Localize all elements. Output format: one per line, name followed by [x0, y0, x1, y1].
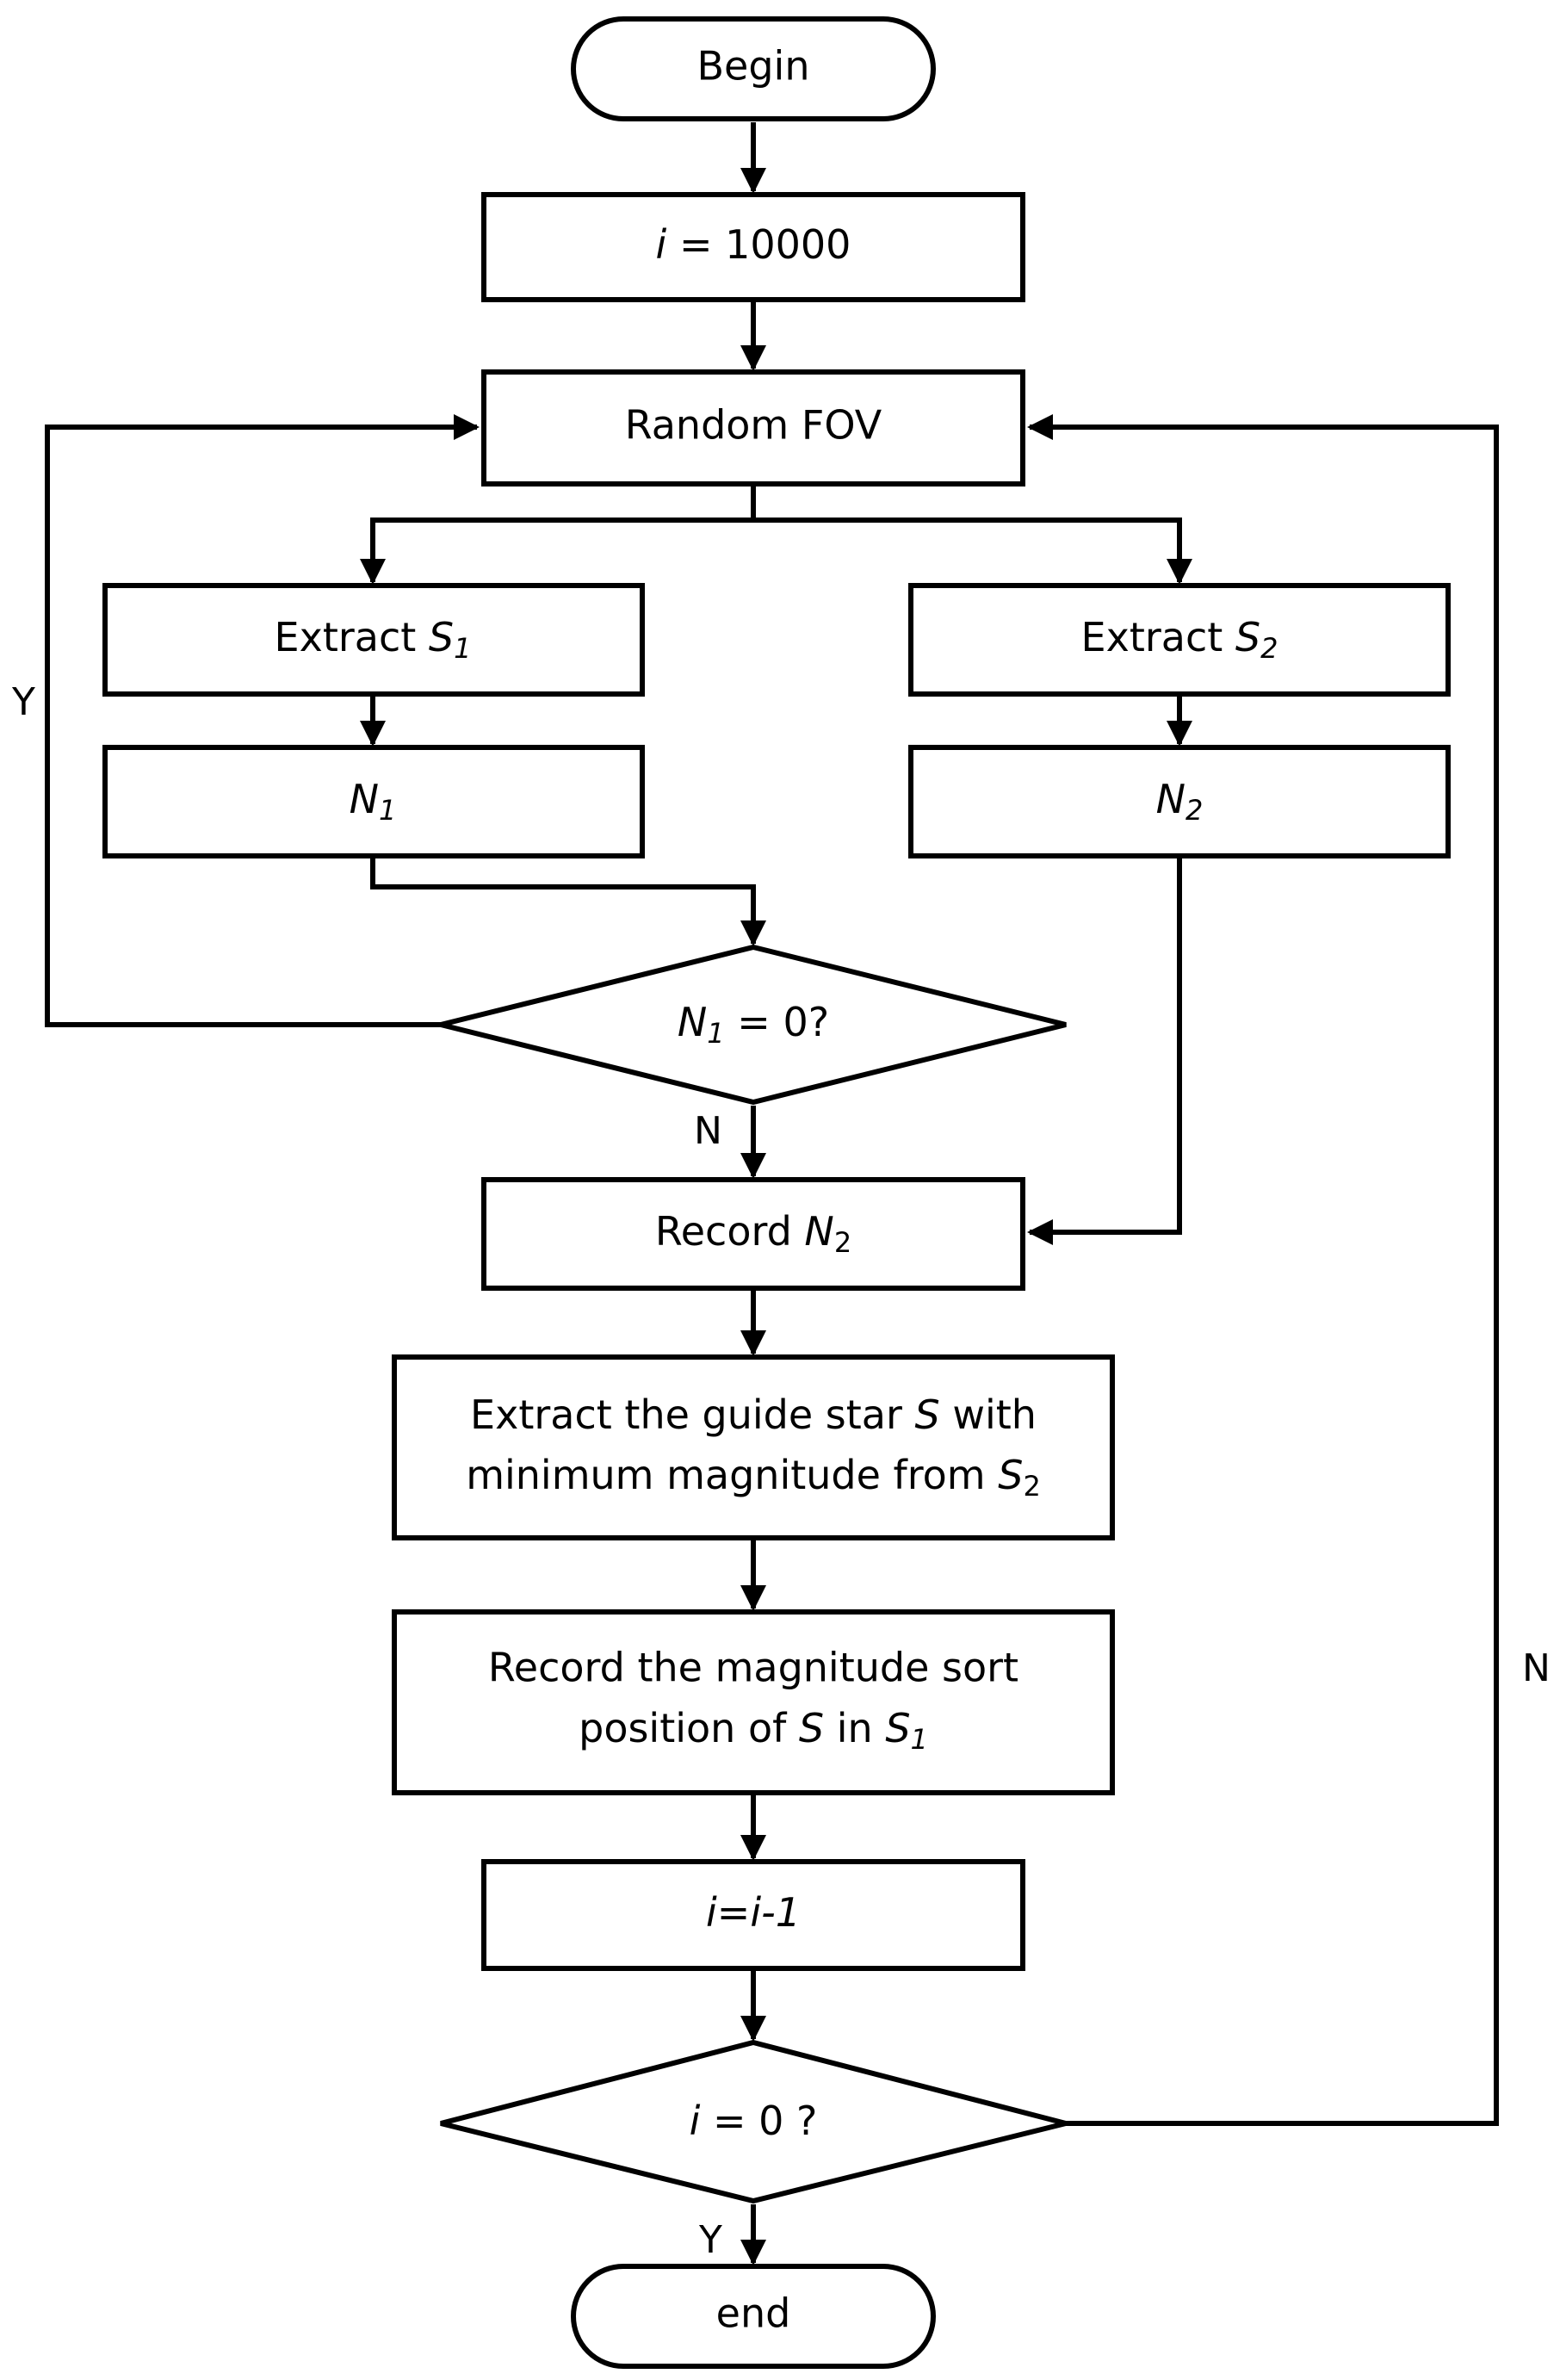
decision-i-diamond [440, 2039, 1067, 2204]
random-fov-box [481, 369, 1025, 487]
node-decrement: i=i-1 [481, 1859, 1025, 1971]
extract-s2-label: Extract S2 [1081, 614, 1278, 666]
edge-decision-i-no-loop [1027, 414, 1499, 2126]
extract-s1-box [102, 583, 645, 697]
extract-guide-line2: minimum magnitude from S2 [466, 1452, 1041, 1503]
node-n2: N2 [908, 745, 1451, 858]
label-n1-no: N [694, 1109, 722, 1153]
extract-s2-box [908, 583, 1451, 697]
node-decision-n1: N1 = 0? [440, 944, 1067, 1106]
end-label: end [716, 2290, 791, 2337]
decrement-label: i=i-1 [706, 1889, 801, 1936]
begin-label: Begin [697, 43, 810, 90]
node-record-sort: Record the magnitude sort position of S … [392, 1609, 1115, 1795]
node-begin: Begin [571, 16, 936, 121]
node-extract-guide: Extract the guide star S with minimum ma… [392, 1354, 1115, 1540]
end-terminal [571, 2264, 936, 2369]
node-record-n2: Record N2 [481, 1177, 1025, 1291]
n2-label: N2 [1156, 776, 1204, 827]
node-n1: N1 [102, 745, 645, 858]
extract-guide-box [392, 1354, 1115, 1540]
extract-s1-label: Extract S1 [275, 614, 472, 666]
n1-label: N1 [350, 776, 397, 827]
init-box [481, 192, 1025, 302]
decision-n1-label: N1 = 0? [678, 999, 829, 1051]
edge-decision-n1-yes-loop [45, 414, 480, 1027]
n2-box [908, 745, 1451, 858]
label-n1-yes: Y [11, 680, 35, 724]
record-sort-box [392, 1609, 1115, 1795]
extract-guide-line1: Extract the guide star S with [470, 1391, 1037, 1438]
decision-n1-diamond [440, 944, 1067, 1106]
label-i-yes: Y [698, 2218, 722, 2262]
node-extract-s2: Extract S2 [908, 583, 1451, 697]
n1-box [102, 745, 645, 858]
node-decision-i: i = 0 ? [440, 2039, 1067, 2204]
node-extract-s1: Extract S1 [102, 583, 645, 697]
node-random-fov: Random FOV [481, 369, 1025, 487]
node-init: i = 10000 [481, 192, 1025, 302]
record-sort-line1: Record the magnitude sort [488, 1645, 1018, 1691]
label-i-no: N [1522, 1646, 1551, 1690]
init-label: i = 10000 [656, 221, 851, 268]
decision-i-label: i = 0 ? [690, 2098, 818, 2144]
connectors [45, 122, 1499, 2265]
node-end: end [571, 2264, 936, 2369]
edge-n1-to-decision [370, 856, 766, 946]
random-fov-label: Random FOV [625, 402, 882, 449]
edge-n2-to-record-n2 [1027, 856, 1182, 1245]
edge-split-to-extract-s1 [360, 518, 753, 585]
record-n2-label: Record N2 [655, 1208, 851, 1260]
edge-split-to-extract-s2 [753, 518, 1192, 585]
decrement-box [481, 1859, 1025, 1971]
record-n2-box [481, 1177, 1025, 1291]
begin-terminal [571, 16, 936, 121]
record-sort-line2: position of S in S1 [579, 1705, 928, 1757]
